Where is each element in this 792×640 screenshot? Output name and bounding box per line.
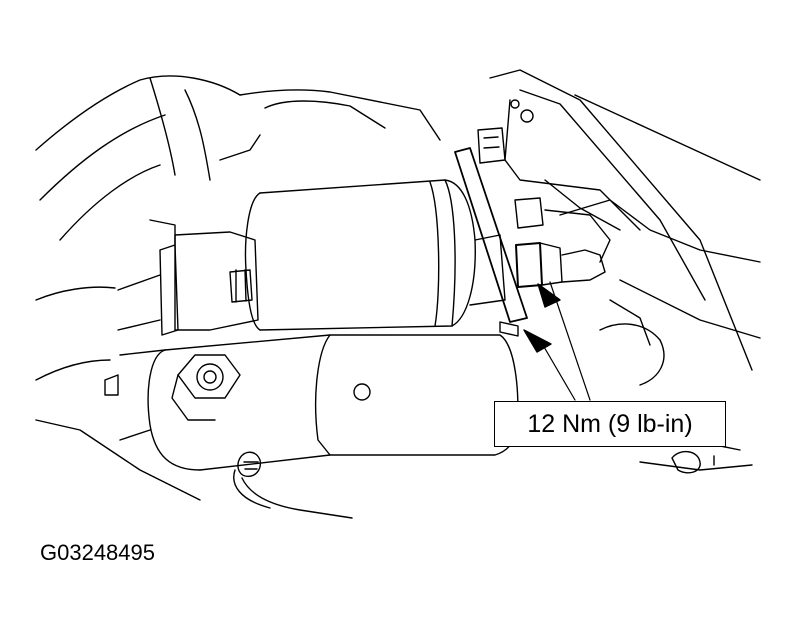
battery-cable-strap xyxy=(454,147,528,337)
starter-mounting-flange xyxy=(117,219,259,336)
wire-connector xyxy=(671,451,715,474)
figure-id-label: G03248495 xyxy=(40,540,155,565)
callout-arrowheads xyxy=(523,283,561,353)
starter-motor-body xyxy=(104,334,519,471)
torque-spec-callout: 12 Nm (9 lb-in) xyxy=(494,401,726,447)
upper-mounting-bolt xyxy=(229,269,253,303)
terminal-nut xyxy=(515,242,606,288)
engine-housing-contours xyxy=(35,69,761,501)
arrowhead-strap xyxy=(523,329,552,353)
lower-wiring-harness xyxy=(233,451,353,519)
lower-mounting-bolt xyxy=(171,354,241,421)
solenoid-terminal-block xyxy=(514,197,611,263)
arrowhead-nut xyxy=(537,283,561,308)
terminal-stud xyxy=(477,127,506,164)
starter-solenoid xyxy=(244,179,506,331)
